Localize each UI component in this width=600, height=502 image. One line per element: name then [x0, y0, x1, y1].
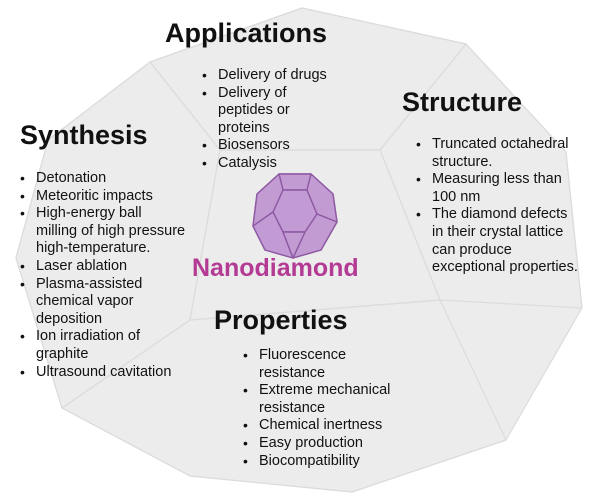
gem-facet-left — [252, 173, 284, 227]
list-item: Laser ablation — [20, 258, 226, 276]
list-item: Measuring less than 100 nm — [416, 171, 582, 206]
structure-list: Truncated octahedral structure. Measurin… — [414, 136, 582, 277]
applications-list: Delivery of drugs Delivery of peptides o… — [200, 67, 393, 173]
gem-facet-top — [278, 173, 312, 191]
applications-heading: Applications — [165, 18, 328, 48]
list-item: Chemical inertness — [243, 417, 429, 435]
list-item: Ion irradiation of graphite — [20, 328, 176, 363]
list-item: Biocompatibility — [243, 453, 429, 471]
list-item: Delivery of peptides or proteins — [202, 85, 330, 138]
truncated-octahedron-icon — [252, 173, 338, 259]
synthesis-list: Detonation Meteoritic impacts High-energ… — [18, 170, 226, 381]
list-item: The diamond defects in their crystal lat… — [416, 206, 582, 276]
list-item: High-energy ball milling of high pressur… — [20, 205, 186, 258]
properties-heading: Properties — [214, 305, 348, 335]
facet-right — [379, 43, 583, 309]
gem-facet-bottom-right — [292, 213, 338, 259]
synthesis-heading: Synthesis — [20, 120, 148, 150]
list-item: Catalysis — [202, 155, 393, 173]
properties-list: Fluorescence resistance Extreme mechanic… — [241, 347, 429, 470]
center-title: Nanodiamond — [192, 254, 359, 282]
list-item: Plasma-assisted chemical vapor depositio… — [20, 276, 196, 329]
list-item: Meteoritic impacts — [20, 188, 226, 206]
gem-facet-bottom — [282, 231, 306, 259]
list-item: Detonation — [20, 170, 226, 188]
list-item: Extreme mechanical resistance — [243, 382, 409, 417]
structure-heading: Structure — [402, 87, 523, 117]
list-item: Ultrasound cavitation — [20, 364, 226, 382]
list-item: Delivery of drugs — [202, 67, 393, 85]
list-item: Biosensors — [202, 137, 393, 155]
list-item: Fluorescence resistance — [243, 347, 369, 382]
list-item: Truncated octahedral structure. — [416, 136, 582, 171]
list-item: Easy production — [243, 435, 429, 453]
